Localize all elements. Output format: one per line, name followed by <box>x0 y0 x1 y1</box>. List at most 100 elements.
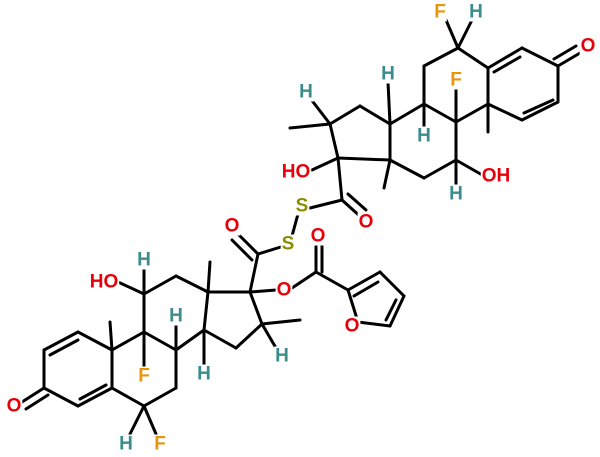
bond-double <box>522 98 555 115</box>
label-background <box>416 126 432 146</box>
label-background <box>153 434 167 454</box>
label-background <box>309 226 327 246</box>
atom-label-o: O <box>581 36 596 57</box>
atom-label-oh: OH <box>482 166 511 187</box>
label-background <box>468 2 484 22</box>
bond-c6-f <box>142 404 158 436</box>
atom-label-s: S <box>296 196 309 217</box>
atom-label-o: O <box>359 212 374 233</box>
bond <box>328 122 340 160</box>
bond <box>422 102 458 124</box>
bond-c3-o <box>20 386 46 404</box>
atom-label-h: H <box>137 250 151 271</box>
bond-c20-o-double <box>230 238 254 262</box>
bond <box>356 320 392 328</box>
bond-c16-me <box>260 318 302 326</box>
bond-double <box>492 55 522 74</box>
label-background-layer <box>5 2 597 454</box>
bond <box>520 46 560 68</box>
label-background <box>298 82 314 102</box>
bond-c3-o-double <box>24 393 50 411</box>
label-background <box>357 212 375 232</box>
bond <box>42 330 80 352</box>
label-background <box>196 364 212 384</box>
bond <box>142 386 178 408</box>
bond-c17-c20 <box>336 156 344 202</box>
bond-c20-o-double <box>346 192 368 212</box>
bond <box>388 158 426 180</box>
bond-c16-h <box>260 322 278 350</box>
bond <box>110 330 146 352</box>
label-background <box>275 280 293 300</box>
bond <box>486 46 524 70</box>
bond-s-c20 <box>256 244 286 256</box>
atom-label-o: O <box>225 216 240 237</box>
bond-c3-o <box>556 51 582 68</box>
label-background <box>223 216 241 236</box>
label-background <box>118 434 134 454</box>
bond <box>174 328 206 352</box>
atom-label-o: O <box>277 280 292 301</box>
bond <box>110 386 146 408</box>
bond-c3-o-double <box>552 44 578 61</box>
label-background <box>280 234 296 254</box>
label-background <box>433 2 447 22</box>
bond-c13-me <box>206 260 212 294</box>
bond-c6-h <box>456 18 474 50</box>
bond <box>358 104 392 126</box>
bond-double <box>352 280 380 298</box>
bond-c6-h <box>128 404 146 436</box>
atom-label-h: H <box>381 64 395 85</box>
bond <box>346 270 382 292</box>
bond <box>76 386 114 408</box>
atom-label-ho: HO <box>90 272 119 293</box>
label-background <box>280 162 312 182</box>
bond <box>142 274 178 296</box>
atom-label-h: H <box>275 346 289 367</box>
label-background <box>579 36 597 56</box>
label-background <box>449 70 463 90</box>
bond <box>142 330 178 352</box>
bond-c20-o <box>236 232 260 256</box>
label-background <box>137 366 151 386</box>
bond-c16-me <box>288 122 332 130</box>
bond <box>486 102 524 122</box>
bond <box>202 328 238 350</box>
atom-label-h: H <box>449 184 463 205</box>
bond <box>328 104 362 126</box>
atom-label-o: O <box>311 226 326 247</box>
label-background <box>294 196 310 216</box>
bond <box>234 322 264 350</box>
bond-double <box>48 338 80 357</box>
atom-label-h: H <box>119 434 133 455</box>
bond <box>248 290 264 326</box>
bond-c17-o <box>248 288 278 294</box>
atom-label-o: O <box>7 396 22 417</box>
label-background <box>448 184 464 204</box>
bond <box>336 156 392 162</box>
bond-c10-me <box>108 320 114 352</box>
bond-c11-oh <box>454 158 486 178</box>
bond-c14-h <box>386 80 392 126</box>
atom-label-h: H <box>299 82 313 103</box>
bond-c17-oh <box>310 156 340 172</box>
bond <box>454 102 490 124</box>
atom-label-s: S <box>282 234 295 255</box>
bond-o-c <box>290 270 318 290</box>
bond-c16-h <box>308 96 332 126</box>
bond <box>422 158 458 180</box>
bond-c6-f <box>444 18 460 50</box>
bond-c20-c17 <box>248 252 260 294</box>
label-background <box>480 166 512 186</box>
atom-label-h: H <box>417 126 431 147</box>
atom-label-ho: HO <box>282 162 311 183</box>
bond <box>76 330 114 352</box>
atom-label-o: O <box>345 316 360 337</box>
label-background <box>168 306 184 326</box>
label-background <box>5 396 23 416</box>
bond-double <box>384 298 398 322</box>
label-background <box>88 272 120 292</box>
atom-label-f: F <box>154 434 166 455</box>
atom-label-h: H <box>169 306 183 327</box>
